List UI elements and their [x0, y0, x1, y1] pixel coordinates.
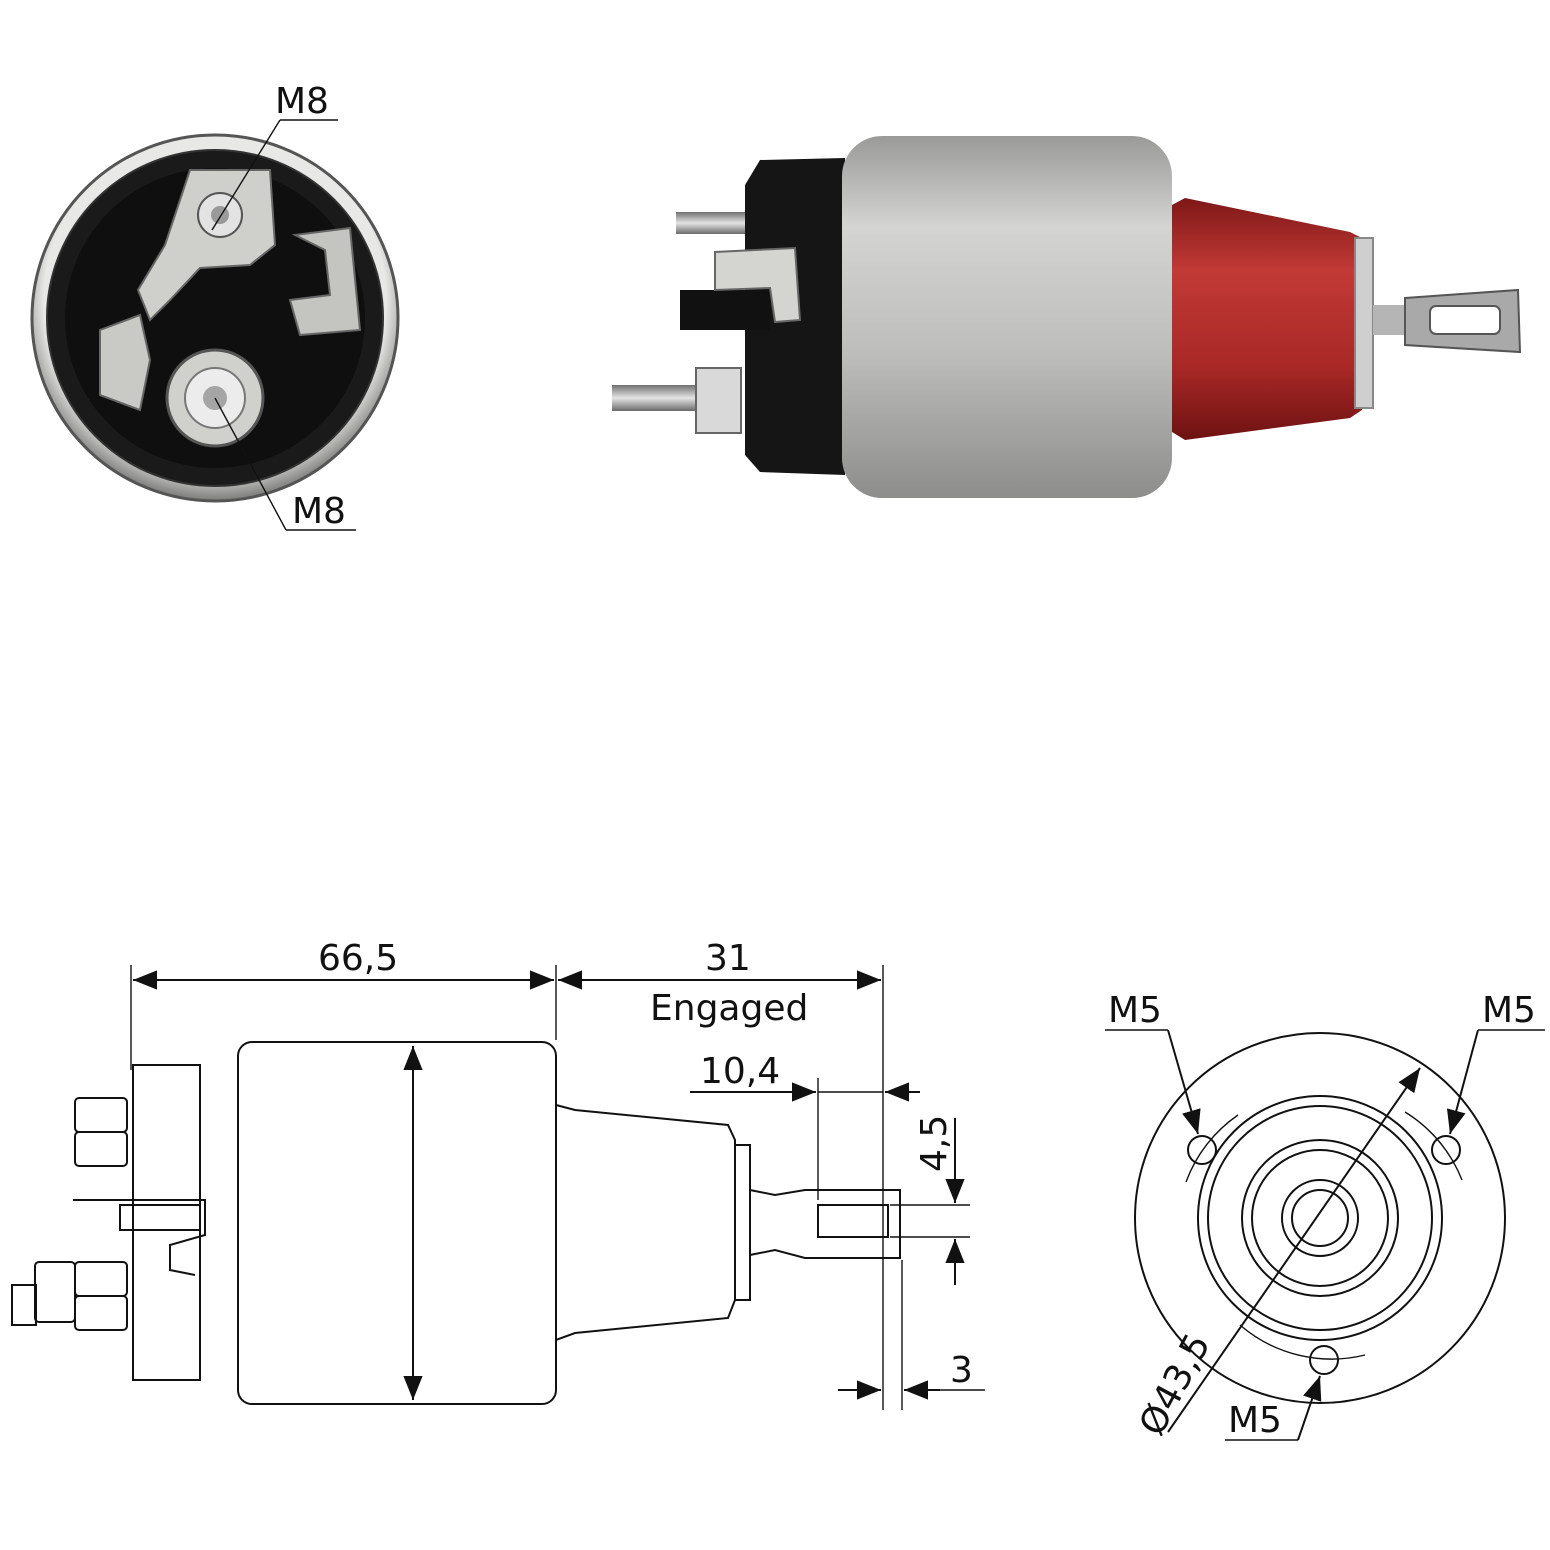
- upper-stud: [676, 212, 746, 234]
- end-drawing: Ø43,5 M5 M5 M5: [1105, 990, 1545, 1442]
- eye-offset-label: 10,4: [700, 1051, 780, 1092]
- mount-hole-left: [1187, 1135, 1217, 1165]
- grey-body: [842, 136, 1172, 498]
- hole-right-label: M5: [1482, 990, 1536, 1031]
- diameter-label: Ø43,5: [1132, 1327, 1219, 1442]
- photo-side-view: [612, 136, 1522, 498]
- length-stroke-label: 31: [705, 938, 751, 979]
- bottom-thread-label: M8: [292, 491, 346, 532]
- eye-thickness-label: 3: [950, 1350, 973, 1391]
- red-cap: [1172, 198, 1362, 440]
- photo-end-view: M8 M8: [30, 81, 400, 532]
- side-drawing: 66,5 31 Engaged 10,4 4,5 3: [11, 938, 985, 1410]
- field-connector: [99, 313, 152, 412]
- top-thread-label: M8: [275, 81, 329, 122]
- eye-hole-label: 4,5: [914, 1115, 955, 1172]
- spade-terminal: [288, 226, 362, 337]
- hole-left-label: M5: [1108, 990, 1162, 1031]
- drawing-body: [237, 1041, 557, 1405]
- hole-bottom-label: M5: [1228, 1400, 1282, 1441]
- length-body-label: 66,5: [318, 938, 398, 979]
- mount-hole-right: [1431, 1135, 1461, 1165]
- lower-stud: [612, 385, 702, 411]
- stroke-note-label: Engaged: [650, 988, 808, 1029]
- mount-hole-bottom: [1309, 1345, 1339, 1375]
